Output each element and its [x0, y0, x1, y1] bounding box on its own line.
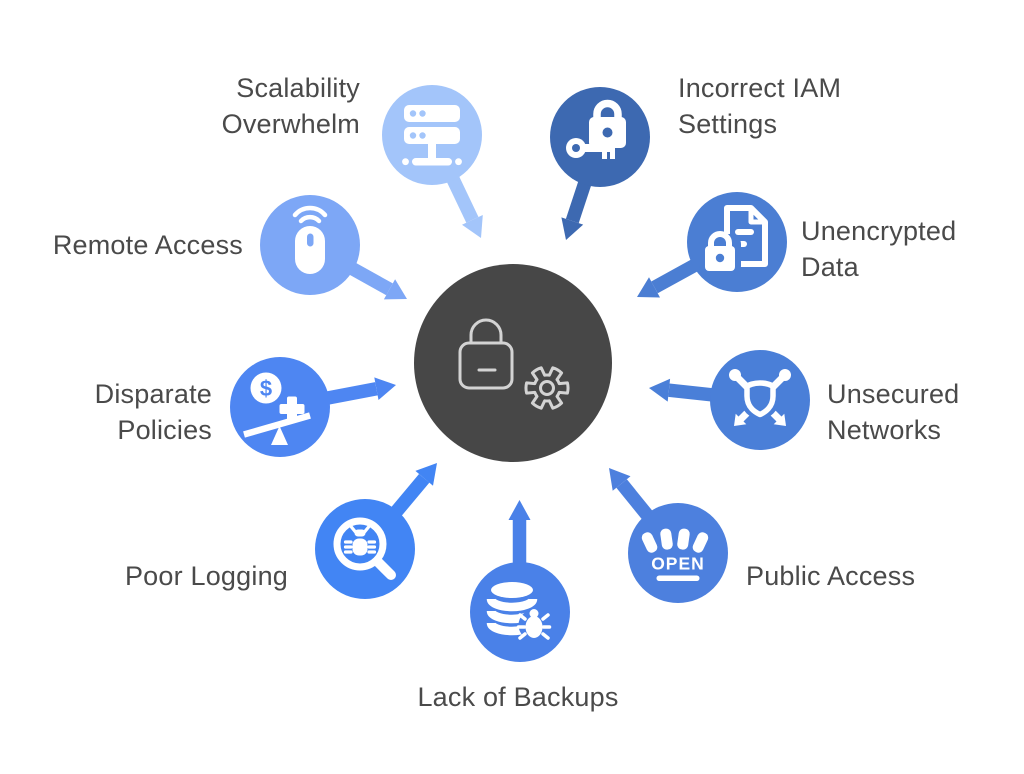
spoke-remote-access — [260, 195, 360, 295]
unsecured-arrowhead — [649, 378, 671, 402]
bug-magnifier-icon — [333, 517, 396, 580]
logging-arrowhead — [415, 463, 437, 486]
lock-key-icon — [566, 99, 626, 159]
poor-logging-label: Poor Logging — [124, 561, 288, 591]
network-shield-icon — [729, 369, 791, 426]
server-icon — [402, 105, 462, 166]
unencrypted-data-label: Unencrypted Data — [801, 216, 957, 282]
spoke-lack-of-backups — [470, 562, 570, 662]
spoke-public-access: OPEN — [628, 503, 728, 603]
incorrect-iam-label: Incorrect IAM Settings — [678, 73, 842, 139]
remote-access-label: Remote Access — [52, 230, 243, 260]
spoke-poor-logging — [315, 499, 415, 599]
backups-arrowhead — [508, 500, 531, 520]
public-node — [628, 503, 728, 603]
disparate-policies-label: Disparate Policies — [94, 379, 212, 445]
spoke-disparate-policies: $ — [230, 357, 330, 457]
center-hub — [414, 264, 612, 462]
lack-of-backups-label: Lack of Backups — [417, 682, 619, 712]
document-lock-icon — [699, 205, 768, 276]
open-sign-text: OPEN — [651, 554, 705, 574]
spoke-incorrect-iam — [550, 87, 650, 187]
iam-arrowhead — [561, 217, 584, 240]
spoke-unsecured-networks — [710, 350, 810, 450]
scalability-overwhelm-label: Scalability Overwhelm — [221, 73, 360, 139]
spoke-unencrypted-data — [687, 192, 787, 292]
remote-arrowhead — [383, 279, 407, 300]
wireless-mouse-icon — [292, 205, 328, 274]
scalability-arrowhead — [462, 215, 483, 238]
disparate-arrowhead — [374, 377, 396, 400]
cost-balance-icon: $ — [243, 372, 311, 445]
database-bug-icon — [486, 582, 552, 641]
public-access-label: Public Access — [746, 561, 916, 591]
dollar-symbol: $ — [260, 376, 272, 401]
spoke-scalability-overwhelm — [382, 85, 482, 185]
lock-gear-icon — [458, 318, 570, 410]
unsecured-networks-label: Unsecured Networks — [827, 379, 960, 445]
public-arrowhead — [609, 468, 631, 491]
unencrypted-arrowhead — [637, 277, 660, 298]
backups-node — [470, 562, 570, 662]
open-store-icon: OPEN — [641, 528, 709, 581]
